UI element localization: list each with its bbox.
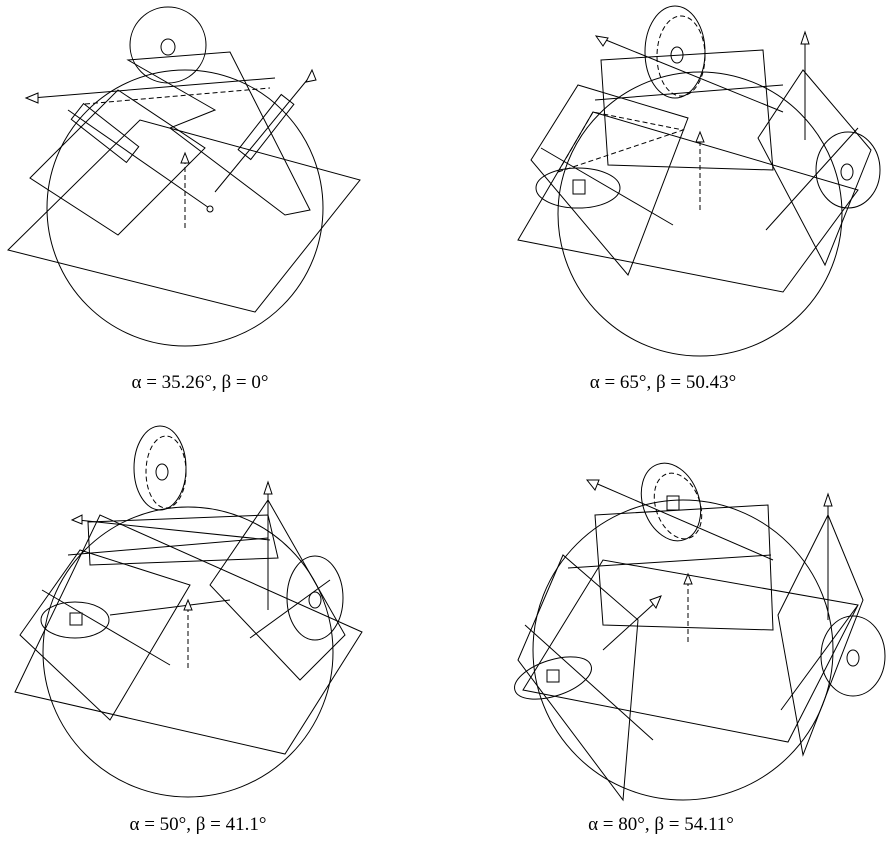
top-disk [129,6,207,84]
left-cylinder [70,102,140,164]
sphere-outline [46,69,324,347]
right-hub [846,649,860,667]
right-rod [214,73,313,193]
top-disk-hole [155,463,169,481]
right-arrowhead [305,68,317,83]
horizontal-plane [522,559,859,743]
right-arrowhead [263,480,273,495]
long-axis-hidden [84,87,271,105]
left-rod [524,624,654,741]
right-hub [840,163,854,181]
sphere-outline [557,71,843,357]
right-mirror-plane [757,69,872,267]
left-mirror-plane [19,549,191,721]
back-rod [567,554,772,569]
top-disk-hole [670,46,684,64]
left-mirror-plane [517,554,639,802]
left-rod [41,589,171,666]
panel-b-drawing [517,5,881,357]
back-mirror-plane [600,49,774,171]
panel-a-diagram: α = 35.26°, β = 0° [0,0,443,393]
right-arrowhead [800,30,810,45]
vertical-arrowhead [695,130,705,143]
right-disk [815,131,881,209]
center-rod [109,599,231,616]
top-hub [666,495,680,511]
panel-d-drawing [514,462,886,802]
right-cylinder [237,93,295,161]
back-rod [67,537,269,556]
panel-b-caption: α = 65°, β = 50.43° [589,372,737,393]
long-axis [31,77,276,99]
right-disk [286,555,344,641]
right-disk [820,615,886,697]
back-rod [594,84,784,101]
top-disk-back [653,472,703,540]
left-mirror-plane [530,84,689,276]
panel-a-caption: α = 35.26°, β = 0° [131,372,269,393]
top-arrowhead [594,35,609,47]
top-rod [600,37,784,113]
top-arrowhead [585,479,600,491]
top-disk [644,5,706,99]
left-disk [514,656,592,700]
horizontal-plane [14,514,363,755]
right-rod [780,604,859,711]
right-mirror-plane [209,499,346,681]
axis-arrowhead [24,92,39,104]
vertical-arrowhead [180,151,190,164]
sphere-outline [532,499,834,801]
right-hub [308,591,322,609]
right-rod [765,127,859,231]
top-disk-hole [160,38,176,56]
horizontal-plane [7,119,361,313]
left-plane-hidden [556,111,685,173]
left-rod-end [206,205,214,213]
top-rod [77,519,271,541]
right-mirror-plane [126,51,311,216]
panel-b-diagram: α = 65°, β = 50.43° [443,0,886,420]
right-mirror-plane [777,513,864,757]
center-rod [602,599,659,651]
back-mirror-plane [594,504,774,631]
top-disk [133,425,187,511]
center-arrowhead [649,595,662,609]
panel-d-caption: α = 80°, β = 54.11° [588,814,734,835]
vertical-arrowhead [183,598,193,611]
left-mirror-plane [29,89,206,236]
left-hub [572,179,586,195]
back-mirror-plane [87,514,279,566]
top-arrowhead [70,514,83,525]
sphere-outline [42,506,334,798]
left-rod [540,147,674,226]
top-disk [640,462,702,542]
panel-c-drawing [14,425,363,798]
top-disk-back [145,435,187,509]
left-disk [40,601,110,639]
horizontal-plane [517,111,859,293]
panel-a-drawing [7,6,361,347]
panel-d-diagram: α = 80°, β = 54.11° [443,420,886,846]
vertical-arrowhead [683,572,693,585]
left-hub [69,612,83,626]
top-disk-back [656,15,706,97]
left-hub [546,669,560,683]
panel-c-diagram: α = 50°, β = 41.1° [0,420,443,846]
left-rod [67,109,213,211]
right-rod [249,579,331,639]
top-rod [592,481,774,561]
panel-c-caption: α = 50°, β = 41.1° [129,814,267,835]
left-disk [535,167,621,209]
right-arrowhead [823,492,833,507]
